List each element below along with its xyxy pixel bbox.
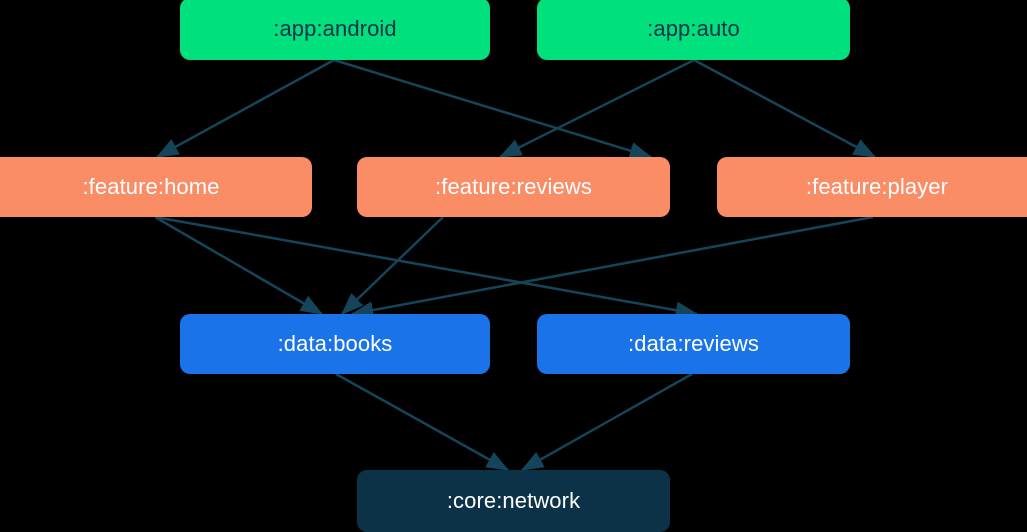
dependency-edge [693,58,877,159]
graph-node-label: :feature:home [82,174,220,199]
edges-group [154,58,877,472]
dependency-edge [155,58,335,159]
dependency-edge [350,215,874,319]
dependency-edge [154,215,699,319]
graph-node-label: :feature:player [805,174,949,199]
graph-node-core-network[interactable]: :core:network [357,470,670,532]
dependency-edge [154,215,324,316]
graph-node-label: :feature:reviews [435,174,592,199]
graph-node-feature-reviews[interactable]: :feature:reviews [357,157,670,217]
graph-node-app-auto[interactable]: :app:auto [537,0,850,60]
graph-node-data-reviews[interactable]: :data:reviews [537,314,850,374]
graph-node-label: :core:network [446,488,581,513]
graph-node-data-books[interactable]: :data:books [180,314,490,374]
graph-node-label: :data:reviews [628,331,759,356]
graph-node-label: :app:android [273,16,397,41]
dependency-edge [335,372,510,472]
graph-node-feature-home[interactable]: :feature:home [0,157,312,217]
graph-node-feature-player[interactable]: :feature:player [717,157,1027,217]
dependency-edge [333,58,653,160]
graph-node-label: :data:books [277,331,393,356]
dependency-edge [498,58,695,159]
graph-node-label: :app:auto [647,16,740,41]
dependency-edge [520,372,693,472]
graph-node-app-android[interactable]: :app:android [180,0,490,60]
dependency-edge [341,216,444,315]
